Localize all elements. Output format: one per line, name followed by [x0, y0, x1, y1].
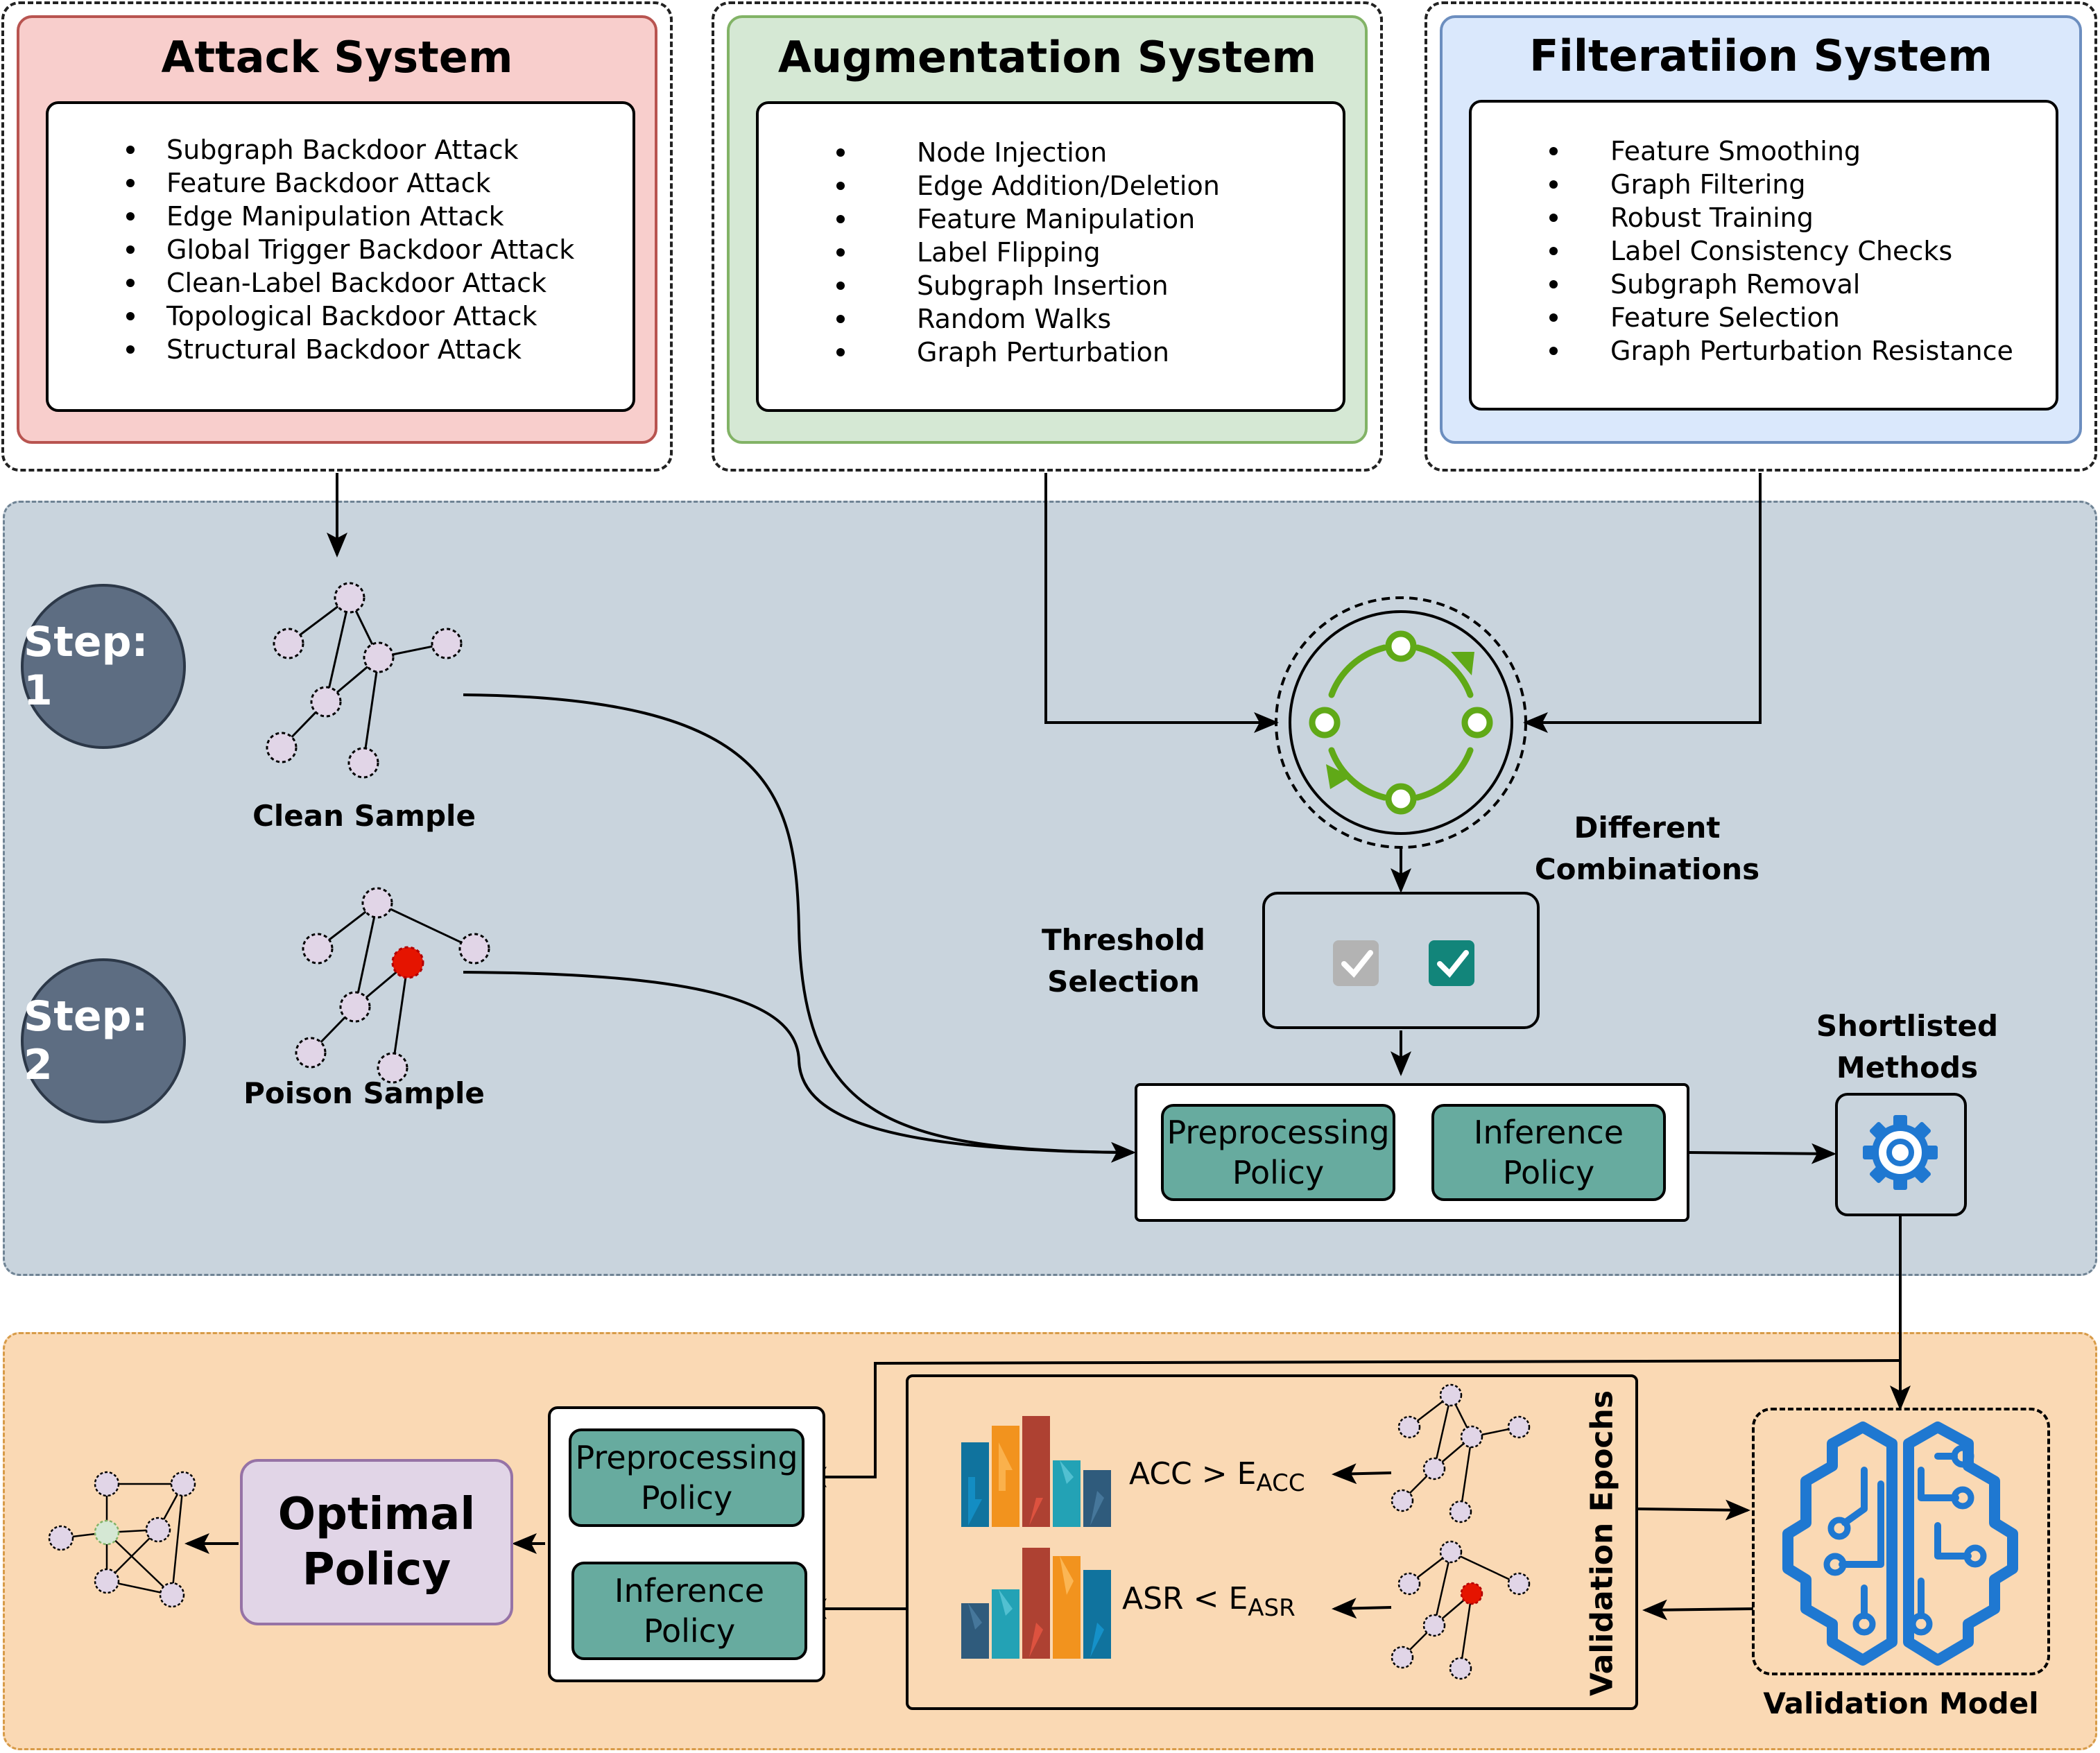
list-item: Subgraph Insertion — [759, 269, 1343, 302]
brain-circuit-icon — [1782, 1422, 2018, 1666]
list-item: Subgraph Backdoor Attack — [49, 133, 632, 166]
list-item: Feature Selection — [1472, 301, 2056, 334]
optimal-policy-line-2: Policy — [302, 1544, 451, 1596]
validation-preprocessing-policy[interactable]: Preprocessing Policy — [569, 1428, 804, 1527]
different-combinations-label: Different Combinations — [1512, 807, 1782, 890]
gear-icon — [1863, 1115, 1938, 1190]
filtration-list: Feature Smoothing Graph Filtering Robust… — [1472, 135, 2056, 368]
shortlisted-methods-box — [1835, 1093, 1967, 1216]
asr-bars-icon — [961, 1548, 1111, 1659]
attack-system-title: Attack System — [161, 32, 513, 83]
filtration-system-title: Filteratiion System — [1529, 31, 1993, 81]
feedback-line — [802, 1359, 1901, 1487]
augmentation-system-title: Augmentation System — [777, 32, 1317, 83]
attack-system-frame — [1, 1, 673, 472]
different-combinations-line-2: Combinations — [1534, 852, 1760, 886]
validation-model-label: Validation Model — [1763, 1686, 2039, 1720]
list-item: Graph Perturbation — [759, 336, 1343, 369]
preprocessing-policy-box[interactable]: Preprocessing Policy — [1161, 1104, 1395, 1201]
shortlisted-methods-label: Shortlisted Methods — [1803, 1005, 2011, 1089]
different-combinations-line-1: Different — [1574, 811, 1721, 845]
attack-list: Subgraph Backdoor Attack Feature Backdoo… — [49, 133, 632, 366]
validation-model-box — [1752, 1408, 2050, 1675]
poison-sample-graph — [295, 887, 490, 1084]
trigger-node — [391, 946, 424, 979]
filtration-list-box: Feature Smoothing Graph Filtering Robust… — [1469, 100, 2058, 411]
step-1-badge: Step: 1 — [21, 584, 186, 749]
acc-label: ACC > E — [1129, 1456, 1257, 1492]
clean-sample-label: Clean Sample — [252, 799, 476, 833]
threshold-checkboxes — [1333, 940, 1474, 986]
augment-to-cycle-arrow — [1044, 473, 1279, 733]
validation-epochs-box — [906, 1374, 1638, 1710]
checkbox-grey — [1333, 940, 1379, 986]
validation-inference-policy[interactable]: Inference Policy — [571, 1562, 807, 1660]
shortlisted-methods-line-1: Shortlisted — [1816, 1009, 1999, 1043]
list-item: Topological Backdoor Attack — [49, 300, 632, 333]
threshold-selection-label: Threshold Selection — [1019, 919, 1228, 1003]
list-item: Label Flipping — [759, 236, 1343, 269]
threshold-selection-line-2: Selection — [1047, 965, 1200, 999]
selected-node — [94, 1519, 120, 1546]
filter-to-cycle-arrow — [1523, 473, 1762, 733]
optimal-policy-box[interactable]: Optimal Policy — [240, 1459, 513, 1625]
list-item: Node Injection — [759, 136, 1343, 169]
acc-arrow — [1332, 1463, 1392, 1485]
attack-list-box: Subgraph Backdoor Attack Feature Backdoo… — [46, 101, 635, 412]
epochs-to-model-arrow — [1637, 1499, 1750, 1521]
threshold-box — [1262, 892, 1540, 1029]
acc-metric: ACC > EACC — [1129, 1456, 1305, 1497]
asr-label: ASR < E — [1122, 1581, 1248, 1616]
clean-to-policy-curve — [463, 693, 1136, 1163]
threshold-selection-line-1: Threshold — [1042, 923, 1205, 957]
augmentation-list: Node Injection Edge Addition/Deletion Fe… — [759, 136, 1343, 369]
step-2-badge: Step: 2 — [21, 958, 186, 1123]
poison-sample-label: Poison Sample — [243, 1076, 485, 1110]
combination-cycle-icon — [1275, 596, 1527, 849]
acc-bars-icon — [961, 1416, 1111, 1527]
optimal-graph — [48, 1471, 196, 1608]
acc-subscript: ACC — [1256, 1469, 1305, 1497]
clean-sample-graph — [266, 582, 463, 779]
policy-to-shortlist-arrow — [1689, 1143, 1836, 1164]
training-region — [3, 501, 2097, 1276]
filtration-system-panel: Filteratiion System Feature Smoothing Gr… — [1440, 15, 2082, 444]
list-item: Feature Manipulation — [759, 202, 1343, 236]
list-item: Graph Filtering — [1472, 168, 2056, 201]
model-to-epochs-arrow — [1642, 1599, 1754, 1621]
list-item: Clean-Label Backdoor Attack — [49, 266, 632, 300]
list-item: Label Consistency Checks — [1472, 234, 2056, 268]
list-item: Feature Backdoor Attack — [49, 166, 632, 200]
validation-clean-graph — [1391, 1383, 1531, 1523]
list-item: Global Trigger Backdoor Attack — [49, 233, 632, 266]
augmentation-system-frame — [712, 1, 1383, 472]
asr-metric: ASR < EASR — [1122, 1581, 1296, 1622]
augmentation-list-box: Node Injection Edge Addition/Deletion Fe… — [756, 101, 1345, 412]
shortlisted-methods-line-2: Methods — [1836, 1051, 1979, 1085]
list-item: Edge Manipulation Attack — [49, 200, 632, 233]
validation-poison-graph — [1391, 1540, 1531, 1680]
asr-arrow — [1332, 1598, 1392, 1619]
augmentation-system-panel: Augmentation System Node Injection Edge … — [727, 15, 1368, 444]
filtration-system-frame — [1425, 1, 2097, 472]
list-item: Robust Training — [1472, 201, 2056, 234]
validation-epochs-label: Validation Epochs — [1584, 1390, 1620, 1697]
poison-to-policy-curve — [463, 971, 1134, 1154]
optimal-policy-line-1: Optimal — [277, 1489, 476, 1540]
attack-system-panel: Attack System Subgraph Backdoor Attack F… — [17, 15, 657, 444]
list-item: Random Walks — [759, 302, 1343, 336]
list-item: Graph Perturbation Resistance — [1472, 334, 2056, 368]
asr-subscript: ASR — [1248, 1594, 1296, 1622]
inference-policy-box[interactable]: Inference Policy — [1431, 1104, 1666, 1201]
list-item: Subgraph Removal — [1472, 268, 2056, 301]
connectors — [184, 473, 1911, 1621]
validation-trigger-node — [1460, 1582, 1483, 1605]
list-item: Feature Smoothing — [1472, 135, 2056, 168]
list-item: Structural Backdoor Attack — [49, 333, 632, 366]
list-item: Edge Addition/Deletion — [759, 169, 1343, 202]
checkbox-teal — [1429, 940, 1474, 986]
